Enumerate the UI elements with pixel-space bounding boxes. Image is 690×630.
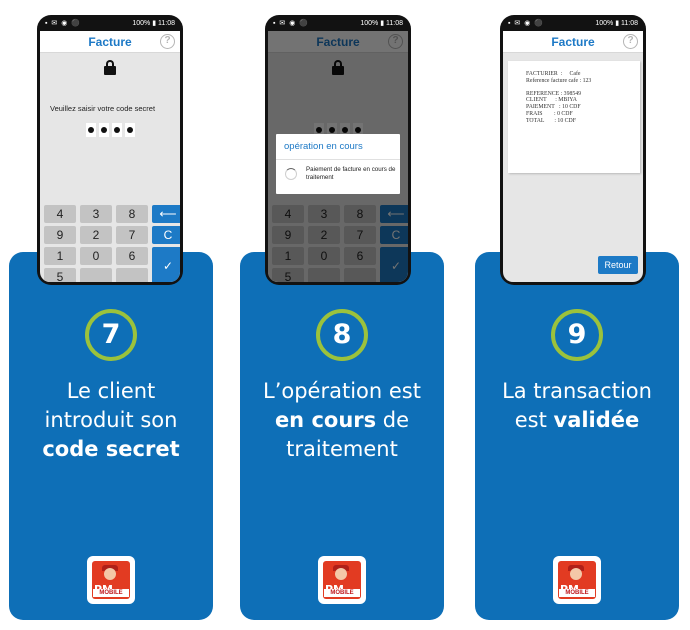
step-caption: Le client introduit son code secret: [9, 377, 213, 464]
pin-prompt: Veuillez saisir votre code secret: [50, 104, 156, 113]
clock: 11:08: [158, 20, 175, 27]
logo-sub: MOBILE: [93, 589, 129, 597]
title-bar: Facture ?: [503, 31, 643, 53]
caption-bold-text: en cours: [274, 408, 377, 432]
confirm-button[interactable]: ✓: [152, 247, 180, 282]
receipt-total: TOTAL : 10 CDF: [526, 117, 576, 124]
receipt-facturier: FACTURIER : Cafe: [526, 71, 581, 77]
backspace-button[interactable]: ⟵: [152, 205, 180, 223]
dialog-divider: [276, 159, 400, 160]
receipt-reference: REFERENCE : 398549: [526, 90, 582, 97]
key[interactable]: 0: [80, 247, 112, 265]
step-caption: La transaction est validée: [475, 377, 679, 435]
app-screen: Facture ? 4 3 8 ⟵ 9 2 7 C 1 0 6 ✓ 5 opér…: [268, 31, 408, 282]
dialog-title: opération en cours: [284, 141, 363, 152]
key[interactable]: 4: [44, 205, 76, 223]
clear-button[interactable]: C: [152, 226, 180, 244]
app-screen: Facture ? FACTURIER : Cafe Reference fac…: [503, 31, 643, 282]
key-empty[interactable]: [116, 268, 148, 282]
clock: 11:08: [621, 20, 638, 27]
help-icon[interactable]: ?: [623, 34, 638, 49]
key[interactable]: 2: [80, 226, 112, 244]
lock-icon: [104, 60, 116, 75]
key[interactable]: 8: [116, 205, 148, 223]
step-number: 7: [85, 309, 137, 361]
phone-receipt: ▪ ✉ ◉ ⚫ 100% ▮ 11:08 Facture ? FACTURIER…: [500, 15, 646, 285]
key[interactable]: 7: [116, 226, 148, 244]
step-card-9: 9 La transaction est validée PM MOBILE: [475, 252, 679, 620]
logo-sub: MOBILE: [324, 589, 360, 597]
logo-icon: PM MOBILE: [92, 561, 130, 599]
back-button[interactable]: Retour: [598, 256, 638, 274]
logo-icon: PM MOBILE: [558, 561, 596, 599]
receipt-frais: FRAIS : 0 CDF: [526, 110, 573, 117]
status-icons: ▪ ✉ ◉ ⚫: [45, 20, 82, 27]
title-bar: Facture ?: [40, 31, 180, 53]
status-icons: ▪ ✉ ◉ ⚫: [273, 20, 310, 27]
key[interactable]: 9: [44, 226, 76, 244]
status-right: 100% ▮ 11:08: [132, 20, 175, 27]
status-bar: ▪ ✉ ◉ ⚫ 100% ▮ 11:08: [37, 18, 183, 30]
step-caption: L’opération est en cours de traitement: [240, 377, 444, 464]
receipt-panel: FACTURIER : Cafe Reference facture cafe …: [508, 61, 640, 173]
help-icon[interactable]: ?: [160, 34, 175, 49]
key-empty[interactable]: [80, 268, 112, 282]
pin-input[interactable]: [86, 123, 138, 142]
receipt-paiement: PAIEMENT : 10 CDF: [526, 104, 581, 111]
phone-processing: ▪ ✉ ◉ ⚫ 100% ▮ 11:08 Facture ? 4 3 8 ⟵ 9…: [265, 15, 411, 285]
phone-pin-entry: ▪ ✉ ◉ ⚫ 100% ▮ 11:08 Facture ? Veuillez …: [37, 15, 183, 285]
step-number: 9: [551, 309, 603, 361]
logo-sub: MOBILE: [559, 589, 595, 597]
key[interactable]: 3: [80, 205, 112, 223]
logo-icon: PM MOBILE: [323, 561, 361, 599]
key[interactable]: 1: [44, 247, 76, 265]
caption-bold-text: code secret: [42, 437, 180, 461]
battery-level: 100%: [595, 20, 614, 27]
step-card-7: 7 Le client introduit son code secret PM…: [9, 252, 213, 620]
battery-level: 100%: [360, 20, 379, 27]
status-right: 100% ▮ 11:08: [595, 20, 638, 27]
app-screen: Facture ? Veuillez saisir votre code sec…: [40, 31, 180, 282]
status-right: 100% ▮ 11:08: [360, 20, 403, 27]
dialog-message: Paiement de facture en cours de traiteme…: [306, 166, 396, 181]
step-card-8: 8 L’opération est en cours de traitement…: [240, 252, 444, 620]
caption-bold-text: validée: [553, 408, 640, 432]
clock: 11:08: [386, 20, 403, 27]
battery-level: 100%: [132, 20, 151, 27]
receipt-client: CLIENT : MBIYA: [526, 97, 577, 104]
spinner-icon: [285, 168, 297, 180]
caption-text: La transaction est: [502, 379, 652, 432]
status-bar: ▪ ✉ ◉ ⚫ 100% ▮ 11:08: [265, 18, 411, 30]
page-title: Facture: [551, 35, 595, 49]
pm-mobile-logo: PM MOBILE: [87, 556, 135, 604]
progress-dialog: opération en cours Paiement de facture e…: [276, 134, 400, 194]
caption-text-end: de traitement: [286, 408, 410, 461]
status-bar: ▪ ✉ ◉ ⚫ 100% ▮ 11:08: [500, 18, 646, 30]
step-number: 8: [316, 309, 368, 361]
pm-mobile-logo: PM MOBILE: [553, 556, 601, 604]
receipt-reference-facture: Reference facture cafe : 123: [526, 77, 592, 84]
status-icons: ▪ ✉ ◉ ⚫: [508, 20, 545, 27]
caption-text: L’opération est: [263, 379, 421, 403]
caption-text: Le client introduit son: [44, 379, 178, 432]
key[interactable]: 6: [116, 247, 148, 265]
page-title: Facture: [88, 35, 132, 49]
pm-mobile-logo: PM MOBILE: [318, 556, 366, 604]
key[interactable]: 5: [44, 268, 76, 282]
